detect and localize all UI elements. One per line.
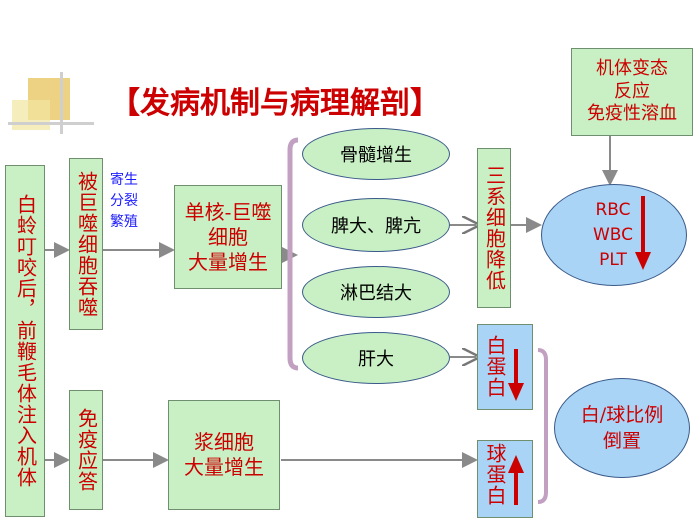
allergy-line-3: 免疫性溶血 — [587, 103, 677, 125]
rbc-label: RBC — [595, 200, 631, 220]
up-arrow-icon — [508, 455, 524, 505]
page-title: 【发病机制与病理解剖】 — [110, 86, 440, 121]
marrow-text: 骨髓增生 — [340, 145, 412, 166]
parasite-note: 寄生 分裂 繁殖 — [110, 170, 138, 233]
allergy-line-1: 机体变态 — [596, 58, 668, 80]
immune-box: 免疫应答 — [69, 390, 103, 510]
spleen-text: 脾大、脾亢 — [331, 216, 421, 237]
globulin-box: 球蛋白 — [477, 440, 533, 518]
ratio-text: 白/球比例 倒置 — [554, 402, 690, 454]
globulin-text: 球蛋白 — [483, 443, 507, 506]
down-arrow-icon — [508, 349, 524, 401]
infection-text: 白蛉叮咬后，前鞭毛体注入机体 — [13, 194, 38, 488]
ratio-line-2: 倒置 — [602, 430, 641, 452]
blood-cells-oval — [541, 184, 687, 286]
immune-text: 免疫应答 — [74, 408, 99, 492]
phagocytosis-text: 被巨噬细胞吞噬 — [74, 170, 99, 318]
three-lineage-text: 三系细胞降低 — [482, 165, 507, 291]
decor-line-h — [8, 122, 94, 125]
wbc-label: WBC — [592, 225, 634, 245]
three-lineage-box: 三系细胞降低 — [477, 148, 511, 308]
lymph-text: 淋巴结大 — [340, 283, 412, 304]
allergy-line-2: 反应 — [614, 80, 650, 102]
allergy-box: 机体变态 反应 免疫性溶血 — [571, 48, 693, 136]
mono-line-1: 单核-巨噬 — [184, 199, 272, 224]
lymph-oval: 淋巴结大 — [302, 266, 450, 318]
phagocytosis-box: 被巨噬细胞吞噬 — [69, 158, 103, 330]
note-line-2: 分裂 — [110, 193, 138, 209]
plasma-box: 浆细胞 大量增生 — [168, 400, 280, 510]
marrow-oval: 骨髓增生 — [302, 128, 450, 180]
liver-oval: 肝大 — [302, 332, 450, 384]
mono-line-2: 细胞 — [207, 224, 248, 249]
plt-label: PLT — [599, 250, 627, 270]
note-line-1: 寄生 — [110, 172, 138, 188]
decor-line-v — [60, 72, 63, 134]
plasma-line-2: 大量增生 — [184, 455, 264, 479]
decor-square-yellow — [12, 100, 50, 130]
liver-text: 肝大 — [358, 349, 394, 370]
albumin-text: 白蛋白 — [483, 335, 507, 398]
note-line-3: 繁殖 — [110, 214, 138, 230]
albumin-box: 白蛋白 — [477, 324, 533, 410]
mono-macro-box: 单核-巨噬 细胞 大量增生 — [174, 185, 282, 289]
ratio-line-1: 白/球比例 — [580, 404, 664, 426]
plasma-line-1: 浆细胞 — [194, 430, 254, 454]
infection-box: 白蛉叮咬后，前鞭毛体注入机体 — [5, 165, 45, 517]
blood-cells-text: RBC WBC PLT — [588, 198, 638, 273]
mono-line-3: 大量增生 — [187, 249, 268, 274]
down-arrow-icon — [635, 196, 651, 270]
ratio-oval — [554, 378, 690, 478]
spleen-oval: 脾大、脾亢 — [302, 198, 450, 252]
